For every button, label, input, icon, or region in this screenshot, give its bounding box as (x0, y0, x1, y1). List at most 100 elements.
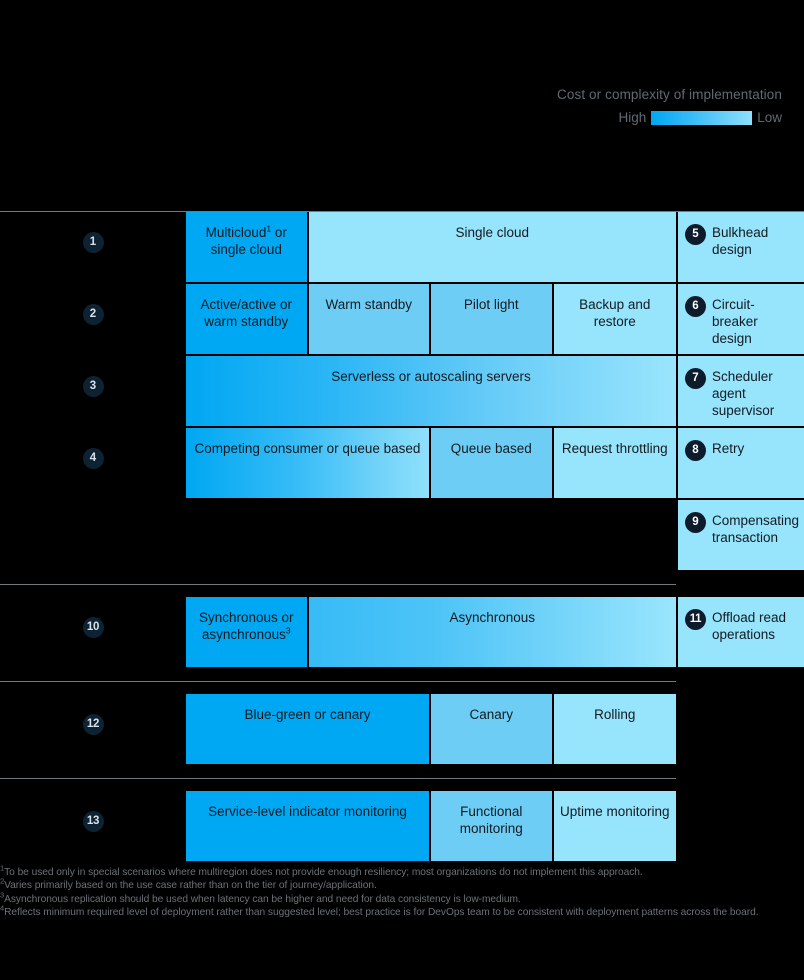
row-cells: Serverless or autoscaling servers (186, 356, 676, 428)
matrix-cell[interactable]: Backup and restore (553, 284, 676, 356)
matrix-row: 4 Competing consumer or queue based Queue … (0, 428, 804, 500)
matrix-cell[interactable]: Queue based (431, 428, 554, 500)
row-number-cell: 3 (0, 356, 186, 428)
matrix-cell-label: Competing consumer or queue based (194, 441, 421, 456)
footnote: 2Varies primarily based on the use case … (0, 877, 377, 892)
matrix-cell[interactable]: Rolling (553, 694, 676, 766)
row-number-badge: 1 (82, 232, 104, 253)
row-group: 12 Blue-green or canary Canary Rolling (0, 694, 804, 766)
legend-gradient-bar (651, 111, 753, 125)
row-number-badge: 12 (82, 714, 104, 735)
matrix-cell-label: Blue-green or canary (244, 707, 371, 722)
pattern-number-badge: 11 (685, 609, 706, 630)
matrix-row: 9 Compensating transaction (0, 500, 804, 572)
matrix-cell-label: Functional monitoring (459, 804, 523, 836)
pattern-number-badge: 9 (685, 512, 706, 533)
pattern-label: Retry (712, 441, 745, 456)
footnote-marker: 2 (0, 877, 5, 887)
pattern-cell[interactable]: 11 Offload read operations (676, 597, 804, 669)
legend-high-label: High (618, 110, 647, 125)
matrix-rows: 1 Multicloud1 or single cloud Single cloud… (0, 212, 804, 863)
matrix-cell-label: Rolling (594, 707, 636, 722)
row-cells (186, 500, 676, 572)
footnote: 4Reflects minimum required level of depl… (0, 903, 759, 919)
row-cells: Active/active or warm standby Warm standb… (186, 284, 676, 356)
matrix-cell[interactable]: Asynchronous (308, 597, 676, 669)
group-separator (0, 681, 676, 682)
matrix-cell-label: Warm standby (325, 297, 413, 312)
matrix-cell-label: Service-level indicator monitoring (208, 804, 407, 819)
matrix-cell[interactable]: Active/active or warm standby (186, 284, 309, 356)
legend-low-label: Low (757, 110, 782, 125)
group-separator (0, 778, 676, 779)
row-cells: Service-level indicator monitoring Functi… (186, 791, 676, 863)
matrix-cell[interactable]: Blue-green or canary (186, 694, 431, 766)
matrix-cell[interactable]: Multicloud1 or single cloud (186, 212, 309, 284)
pattern-label: Offload read operations (712, 610, 787, 642)
matrix-cell-empty (186, 500, 676, 572)
group-separator (0, 584, 676, 585)
footnote-marker: 1 (0, 863, 5, 873)
legend: Cost or complexity of implementation Hig… (0, 86, 804, 126)
row-number-cell: 4 (0, 428, 186, 500)
matrix-row: 2 Active/active or warm standby Warm stand… (0, 284, 804, 356)
row-number-cell (0, 500, 186, 572)
pattern-number-badge: 7 (685, 368, 706, 389)
pattern-label: Scheduler agent supervisor (712, 369, 775, 418)
matrix-cell[interactable]: Synchronous or asynchronous3 (186, 597, 309, 669)
pattern-label: Compensating transaction (712, 513, 800, 545)
matrix-cell[interactable]: Request throttling (553, 428, 676, 500)
matrix-cell-label: Active/active or warm standby (200, 297, 293, 329)
matrix-cell-label: Request throttling (561, 441, 668, 456)
matrix-cell-label: Single cloud (455, 225, 530, 240)
row-number-badge: 2 (82, 304, 104, 325)
matrix-cell-label: Canary (469, 707, 514, 722)
matrix-cell[interactable]: Functional monitoring (431, 791, 554, 863)
matrix-cell-label: Pilot light (463, 297, 519, 312)
matrix-cell[interactable]: Canary (431, 694, 554, 766)
footnote: 1To be used only in special scenarios wh… (0, 863, 643, 878)
matrix-cell[interactable]: Service-level indicator monitoring (186, 791, 431, 863)
matrix-cell-label: Multicloud1 or single cloud (205, 223, 287, 257)
matrix-row: 12 Blue-green or canary Canary Rolling (0, 694, 804, 766)
matrix-cell[interactable]: Pilot light (431, 284, 554, 356)
matrix-grid: 1 Multicloud1 or single cloud Single cloud… (0, 211, 804, 863)
legend-title: Cost or complexity of implementation (557, 87, 782, 102)
row-number-badge: 3 (82, 376, 104, 397)
pattern-cell[interactable]: 7 Scheduler agent supervisor (676, 356, 804, 428)
row-number-cell: 10 (0, 597, 186, 669)
pattern-label: Circuit-breaker design (712, 297, 758, 346)
matrix-cell[interactable]: Single cloud (308, 212, 676, 284)
matrix-cell[interactable]: Uptime monitoring (553, 791, 676, 863)
pattern-cell-empty (676, 791, 804, 863)
row-group: 1 Multicloud1 or single cloud Single cloud… (0, 212, 804, 572)
pattern-cell[interactable]: 8 Retry (676, 428, 804, 500)
matrix-cell[interactable]: Warm standby (308, 284, 431, 356)
matrix-cell[interactable]: Serverless or autoscaling servers (186, 356, 676, 428)
footnote: 3Asynchronous replication should be used… (0, 890, 521, 905)
row-cells: Blue-green or canary Canary Rolling (186, 694, 676, 766)
legend-scale: High Low (0, 110, 804, 126)
matrix-row: 13 Service-level indicator monitoring Func… (0, 791, 804, 863)
row-number-cell: 13 (0, 791, 186, 863)
row-number-cell: 12 (0, 694, 186, 766)
row-number-cell: 2 (0, 284, 186, 356)
row-cells: Multicloud1 or single cloud Single cloud (186, 212, 676, 284)
row-group: 13 Service-level indicator monitoring Func… (0, 791, 804, 863)
pattern-number-badge: 8 (685, 440, 706, 461)
footnote-marker: 4 (0, 903, 5, 913)
pattern-label: Bulkhead design (712, 225, 769, 257)
row-number-badge: 4 (82, 448, 104, 469)
matrix-cell[interactable]: Competing consumer or queue based (186, 428, 431, 500)
matrix-cell-label: Backup and restore (579, 297, 651, 329)
pattern-cell[interactable]: 9 Compensating transaction (676, 500, 804, 572)
group-separator-top (0, 211, 804, 212)
footnote-marker: 3 (0, 890, 5, 900)
row-cells: Competing consumer or queue based Queue b… (186, 428, 676, 500)
row-number-badge: 10 (82, 617, 104, 638)
